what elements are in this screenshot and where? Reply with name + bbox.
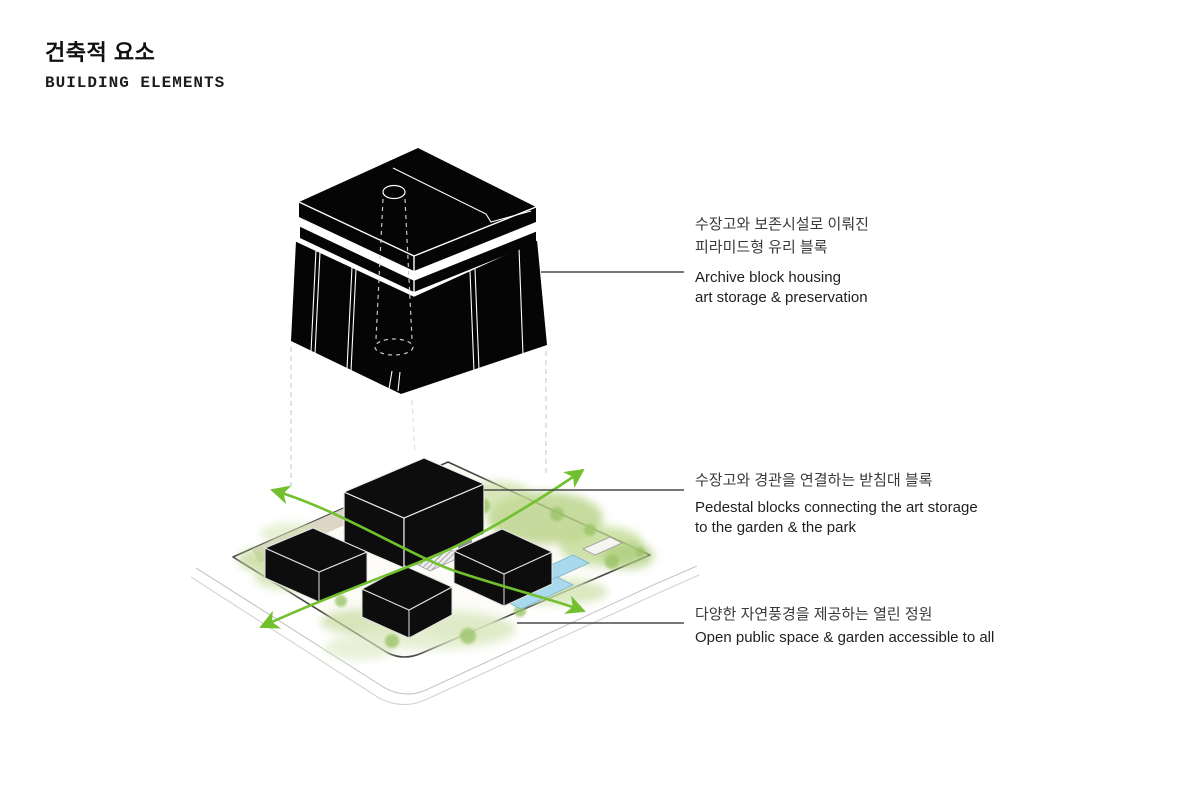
annotation-archive-korean: 수장고와 보존시설로 이뤄진 피라미드형 유리 블록 bbox=[695, 213, 869, 259]
annotation-line: 피라미드형 유리 블록 bbox=[695, 239, 828, 256]
annotation-line: Pedestal blocks connecting the art stora… bbox=[695, 499, 978, 516]
circulation-arrow-2 bbox=[259, 468, 585, 629]
circulation-arrows bbox=[259, 468, 586, 629]
annotation-line: Open public space & garden accessible to… bbox=[695, 629, 995, 646]
drop-guides bbox=[290, 347, 547, 486]
annotation-pedestal-english: Pedestal blocks connecting the art stora… bbox=[695, 498, 978, 538]
street-curb bbox=[190, 565, 700, 706]
annotation-line: art storage & preservation bbox=[695, 289, 868, 306]
leader-lines bbox=[484, 271, 684, 624]
page-title-korean: 건축적 요소 bbox=[45, 40, 156, 65]
annotation-pedestal: 수장고와 경관을 연결하는 받침대 블록 Pedestal blocks con… bbox=[695, 469, 978, 538]
page-header: 건축적 요소 BUILDING ELEMENTS bbox=[45, 40, 225, 92]
annotation-line: Archive block housing bbox=[695, 269, 841, 286]
archive-lid bbox=[298, 148, 537, 271]
page-title-english: BUILDING ELEMENTS bbox=[45, 74, 226, 92]
annotation-archive: 수장고와 보존시설로 이뤄진 피라미드형 유리 블록 Archive block… bbox=[695, 213, 869, 308]
annotation-line: to the garden & the park bbox=[695, 519, 856, 536]
annotation-pedestal-korean: 수장고와 경관을 연결하는 받침대 블록 bbox=[695, 469, 978, 492]
annotation-garden-english: Open public space & garden accessible to… bbox=[695, 628, 994, 648]
entry-notch bbox=[582, 536, 623, 556]
annotation-line: 수장고와 보존시설로 이뤄진 bbox=[695, 216, 869, 233]
light-cone bbox=[374, 198, 414, 356]
annotation-archive-english: Archive block housing art storage & pres… bbox=[695, 268, 869, 308]
skylight-oculus bbox=[382, 184, 406, 200]
archive-body bbox=[291, 239, 547, 394]
annotation-line: 수장고와 경관을 연결하는 받침대 블록 bbox=[695, 472, 933, 489]
archive-collar bbox=[299, 225, 537, 292]
annotation-garden-korean: 다양한 자연풍경을 제공하는 열린 정원 bbox=[695, 603, 994, 626]
annotation-garden: 다양한 자연풍경을 제공하는 열린 정원 Open public space &… bbox=[695, 603, 994, 648]
archive-block bbox=[291, 148, 547, 394]
annotation-line: 다양한 자연풍경을 제공하는 열린 정원 bbox=[695, 606, 933, 623]
roof-seam bbox=[392, 167, 532, 223]
